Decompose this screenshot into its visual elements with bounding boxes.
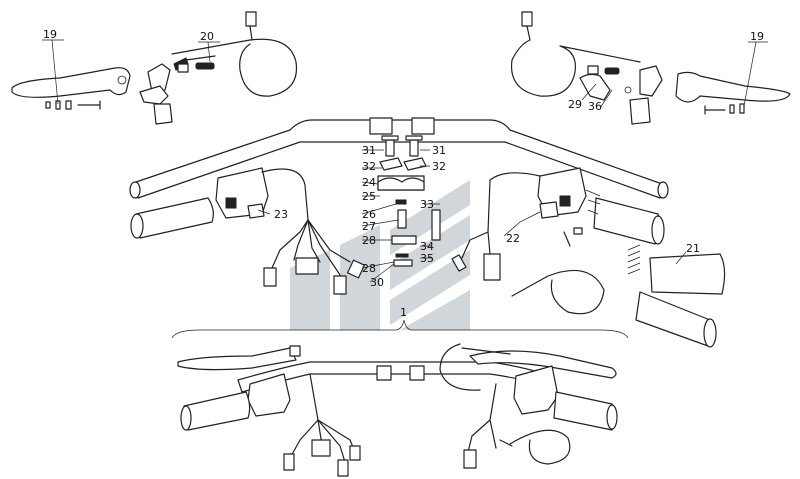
callout-31-left: 31: [362, 144, 376, 157]
callout-33: 33: [420, 198, 434, 211]
callout-35: 35: [420, 252, 434, 265]
callout-28-lower: 28: [362, 262, 376, 275]
left-lever-assembly: [11, 63, 173, 125]
right-grip-throttle: [585, 189, 665, 245]
callout-30: 30: [370, 276, 384, 289]
right-switch-housing: [487, 167, 587, 233]
callout-23: 23: [274, 208, 288, 221]
callout-36: 36: [588, 100, 602, 113]
callout-26: 26: [362, 208, 376, 221]
callout-31-right: 31: [432, 144, 446, 157]
callout-24: 24: [362, 176, 376, 189]
leader-lines: [42, 39, 768, 283]
watermark-logo: [290, 180, 470, 330]
callout-19-left: 19: [43, 28, 57, 41]
left-switch-housing: [215, 167, 309, 221]
left-grip: [130, 197, 214, 239]
callout-19-right: 19: [750, 30, 764, 43]
right-lever-assembly: [579, 65, 791, 125]
center-bolt-stack: [377, 135, 441, 267]
callout-1: 1: [400, 306, 407, 319]
right-wiring: [451, 231, 501, 281]
right-throttle-cable: [510, 11, 641, 97]
callout-21: 21: [686, 242, 700, 255]
assembled-handlebar: [177, 343, 618, 477]
callout-34: 34: [420, 240, 434, 253]
handlebar-tube: [129, 117, 669, 199]
right-cable-21-spring: [511, 227, 726, 348]
callout-labels: 19 20 19 29 36 31 31 32 32 24 25 26 27 3…: [43, 28, 764, 319]
callout-28-upper: 28: [362, 234, 376, 247]
callout-25: 25: [362, 190, 376, 203]
callout-27: 27: [362, 220, 376, 233]
callout-20: 20: [200, 30, 214, 43]
callout-32-left: 32: [362, 160, 376, 173]
callout-22: 22: [506, 232, 520, 245]
callout-32-right: 32: [432, 160, 446, 173]
callout-29: 29: [568, 98, 582, 111]
assembly-bracket: [171, 319, 629, 339]
left-clutch-cable: [171, 11, 298, 97]
left-wiring-harness: [263, 219, 365, 295]
